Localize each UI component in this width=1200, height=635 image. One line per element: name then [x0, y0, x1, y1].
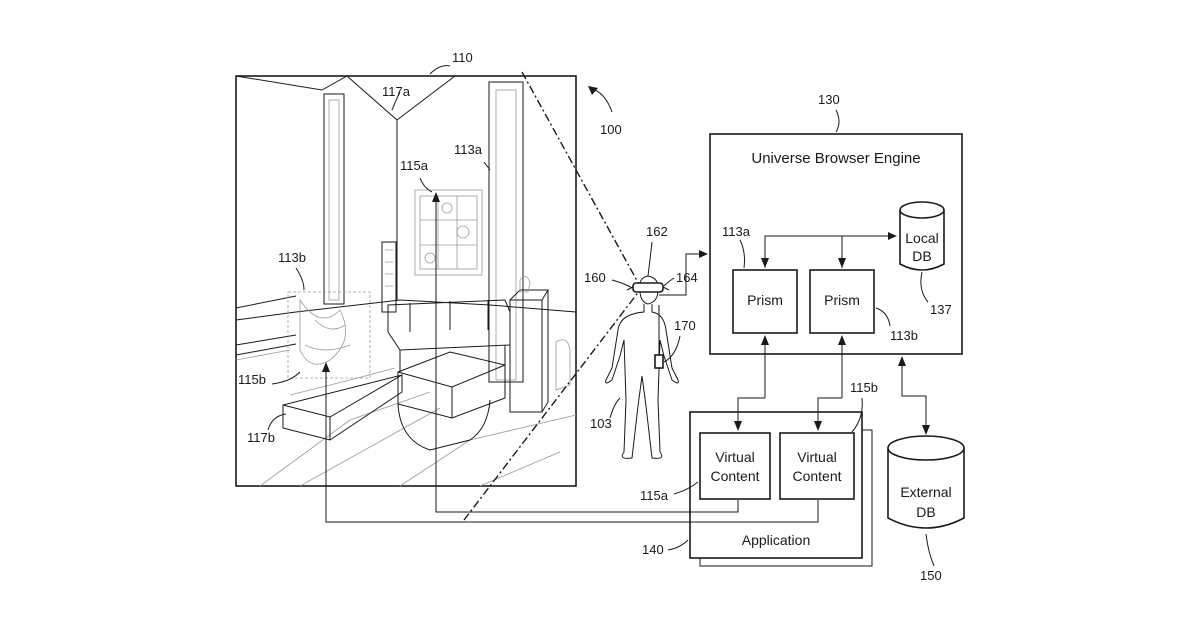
headset-icon	[633, 283, 663, 292]
user-body	[606, 304, 679, 458]
label-wall: 117a	[382, 84, 411, 99]
vc-b-label-1: Virtual	[797, 449, 836, 465]
external-db: External DB 150	[888, 356, 964, 583]
vc-a-label-1: Virtual	[715, 449, 754, 465]
local-db-label-1: Local	[905, 230, 938, 246]
virtual-content-a	[700, 433, 770, 499]
label-headset-left: 160	[584, 270, 606, 285]
label-headset-top: 162	[646, 224, 668, 239]
user-annotations: 162 160 164 170 103	[584, 224, 698, 431]
label-prism-b: 113b	[890, 328, 918, 343]
label-room-content-b: 115b	[238, 372, 266, 387]
external-db-label-1: External	[900, 484, 951, 500]
label-headset-right: 164	[676, 270, 698, 285]
label-external-db: 150	[920, 568, 942, 583]
compute-pack-icon	[655, 355, 663, 368]
vc-b-label-2: Content	[792, 468, 841, 484]
local-db-label-2: DB	[912, 248, 931, 264]
label-application: 140	[642, 542, 664, 557]
label-local-db: 137	[930, 302, 952, 317]
label-vc-a: 115a	[640, 488, 669, 503]
room-annotations: 110 117a 113a 115a 113b 115b 117b 100	[238, 50, 622, 445]
application-label: Application	[742, 532, 811, 548]
room-frame	[236, 76, 576, 486]
external-db-label-2: DB	[916, 504, 935, 520]
label-room-prism-a: 113a	[454, 142, 483, 157]
label-compute-pack: 170	[674, 318, 696, 333]
vc-a-label-2: Content	[710, 468, 759, 484]
label-engine: 130	[818, 92, 840, 107]
label-room-table: 117b	[247, 430, 275, 445]
label-room-prism-b: 113b	[278, 250, 306, 265]
label-room: 110	[452, 50, 473, 65]
label-prism-a: 113a	[722, 224, 751, 239]
leader-room	[430, 66, 450, 74]
field-of-view-lines	[464, 72, 640, 520]
room-illustration	[236, 76, 576, 486]
label-user: 103	[590, 416, 612, 431]
prism-a-label: Prism	[747, 292, 783, 308]
virtual-content-b	[780, 433, 854, 499]
prism-b-label: Prism	[824, 292, 860, 308]
application: Application 140 Virtual Content Virtual …	[640, 380, 878, 566]
label-vc-b: 115b	[850, 380, 878, 395]
label-system: 100	[600, 122, 622, 137]
user-figure	[606, 276, 679, 458]
label-room-content-a: 115a	[400, 158, 429, 173]
universe-browser-engine: Universe Browser Engine 130 Prism Prism …	[710, 92, 962, 354]
engine-title: Universe Browser Engine	[751, 150, 920, 167]
